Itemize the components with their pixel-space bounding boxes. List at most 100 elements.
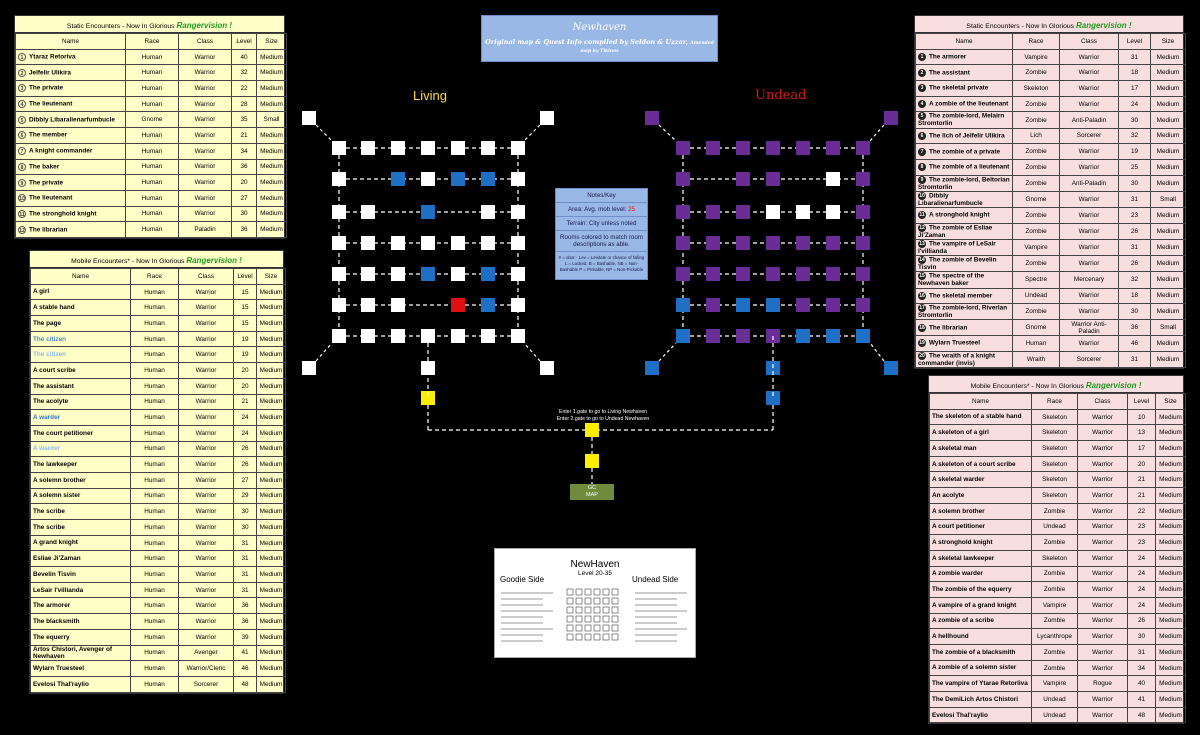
cell-level: 46 xyxy=(1118,335,1151,352)
encounter-name: The skeletal private xyxy=(929,84,989,92)
cell-class: Warrior xyxy=(1077,644,1128,661)
encounter-number: 3 xyxy=(18,84,26,93)
cell-size: Medium xyxy=(256,48,287,66)
undead-room xyxy=(856,141,870,155)
gc-map-line1: GC xyxy=(587,485,597,491)
cell-name: Evelosi Thal'raylio xyxy=(30,675,131,693)
cell-race: Human xyxy=(130,440,179,458)
cell-class: Warrior xyxy=(1059,95,1119,113)
undead-room xyxy=(856,172,870,186)
cell-class: Warrior xyxy=(178,424,234,442)
encounter-name: A hellhound xyxy=(932,633,969,641)
encounter-name: An acolyte xyxy=(932,491,965,499)
cell-size: Medium xyxy=(256,456,286,473)
undead-room xyxy=(706,141,720,155)
encounter-name: The zombie of a lieutenant xyxy=(929,163,1010,171)
encounter-name: Evelosi Thal'raylio xyxy=(33,680,89,688)
cell-size: Medium xyxy=(256,487,286,505)
cell-size: Medium xyxy=(256,644,286,662)
gate-room xyxy=(585,423,599,437)
cell-race: Gnome xyxy=(125,111,179,129)
cell-level: 17 xyxy=(1118,80,1151,97)
cell-size: Medium xyxy=(1155,628,1186,645)
cell-race: Human xyxy=(1012,335,1060,352)
cell-class: Paladin xyxy=(178,221,232,238)
cell-class: Warrior xyxy=(178,111,232,129)
cell-class: Warrior xyxy=(178,456,234,473)
cell-race: Lich xyxy=(1012,127,1060,145)
encounter-number: 7 xyxy=(918,147,926,156)
mini-map-room xyxy=(611,588,619,596)
col-size: Size xyxy=(1150,33,1186,50)
cell-name: The zombie of the equerry xyxy=(929,581,1032,598)
cell-level: 27 xyxy=(233,471,257,489)
cell-size: Medium xyxy=(1155,534,1186,551)
cell-size: Medium xyxy=(1155,596,1186,614)
living-room xyxy=(481,141,495,155)
undead-mobile-title: Mobile Encounters* - Now In Glorious Ran… xyxy=(929,376,1183,393)
mini-map-room xyxy=(602,606,610,614)
cell-class: Sorcerer xyxy=(178,675,234,693)
gate-south-room xyxy=(585,454,599,468)
cell-level: 31 xyxy=(233,550,257,568)
living-room xyxy=(361,205,375,219)
col-name: Name xyxy=(929,393,1032,410)
cell-class: Warrior xyxy=(178,127,232,144)
undead-room xyxy=(736,298,750,312)
cell-name: Wylarn Truesteel xyxy=(30,660,131,677)
living-label: Living xyxy=(413,88,447,103)
cell-race: Lycanthrope xyxy=(1031,628,1078,645)
cell-size: Medium xyxy=(1150,48,1186,66)
undead-room xyxy=(766,236,780,250)
cell-level: 24 xyxy=(1118,95,1151,113)
encounter-name: The lawkeeper xyxy=(33,461,78,468)
cell-class: Warrior xyxy=(178,581,234,599)
living-room xyxy=(391,172,405,186)
encounter-name: The armorer xyxy=(33,602,71,610)
encounter-name: The lieutenant xyxy=(29,100,73,108)
cell-size: Medium xyxy=(1150,287,1186,305)
living-room xyxy=(332,267,346,281)
cell-size: Medium xyxy=(1155,408,1186,426)
cell-race: Human xyxy=(130,613,179,630)
gc-map-link[interactable]: GC MAP xyxy=(570,484,614,500)
encounter-number: 2 xyxy=(918,68,926,77)
undead-mobile-panel: Mobile Encounters* - Now In Glorious Ran… xyxy=(928,375,1186,725)
cell-size: Medium xyxy=(256,95,287,113)
cell-name: The vampire of Ytarae Retorliva xyxy=(929,675,1032,693)
cell-class: Warrior xyxy=(1059,303,1119,321)
cell-level: 26 xyxy=(1118,222,1151,240)
mini-map-goodie-label: Goodie Side xyxy=(500,575,545,584)
cell-race: Zombie xyxy=(1031,659,1078,677)
encounter-name: The blacksmith xyxy=(33,617,80,625)
undead-room xyxy=(796,236,810,250)
mini-map-title: NewHaven xyxy=(570,559,620,570)
living-room xyxy=(361,141,375,155)
encounter-name: The zombie of Bevelin Tisvin xyxy=(918,256,997,272)
cell-race: Human xyxy=(130,393,179,411)
cell-class: Warrior xyxy=(1059,190,1119,209)
undead-corner-room xyxy=(645,111,659,125)
undead-room xyxy=(676,205,690,219)
cell-size: Medium xyxy=(1155,659,1186,677)
table-header: Name Race Class Level Size xyxy=(30,268,286,285)
encounter-name: The scribe xyxy=(33,523,65,531)
cell-size: Medium xyxy=(256,158,287,176)
